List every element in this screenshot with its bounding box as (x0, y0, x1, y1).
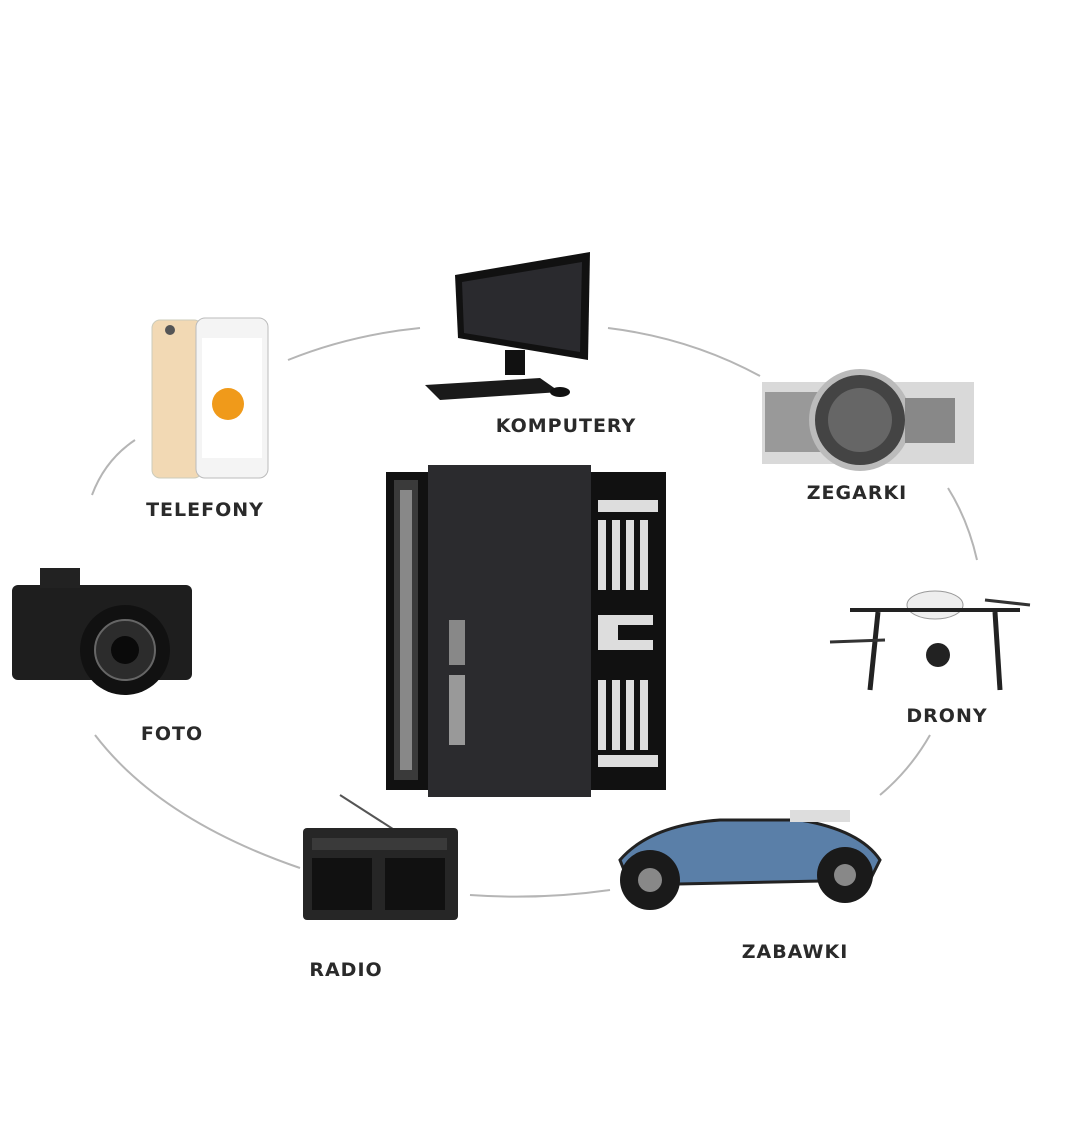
arc-computer-watch (607, 327, 761, 377)
arc-toy-radio (469, 889, 611, 898)
label-watches: ZEGARKI (806, 482, 908, 504)
label-radio: RADIO (309, 959, 383, 981)
label-drones: DRONY (906, 705, 988, 727)
label-photo: FOTO (140, 723, 204, 745)
label-phones: TELEFONY (146, 499, 264, 521)
label-toys: ZABAWKI (741, 941, 849, 963)
arc-phone-computer (287, 327, 421, 361)
radio-image (303, 794, 458, 920)
drone-image (829, 590, 1031, 691)
toy-car-image (618, 810, 882, 910)
watch-image (762, 369, 974, 471)
phone-image (151, 317, 269, 479)
label-computers: KOMPUTERY (495, 415, 637, 437)
camera-image (12, 568, 192, 695)
arc-radio-photo (94, 734, 301, 869)
arc-photo-phone (91, 439, 136, 496)
screwdriver-kit-image (386, 465, 666, 797)
arc-drone-toy (879, 734, 931, 796)
arc-watch-drone (947, 487, 978, 561)
computer-image (425, 252, 590, 400)
connector-arcs (91, 327, 978, 898)
